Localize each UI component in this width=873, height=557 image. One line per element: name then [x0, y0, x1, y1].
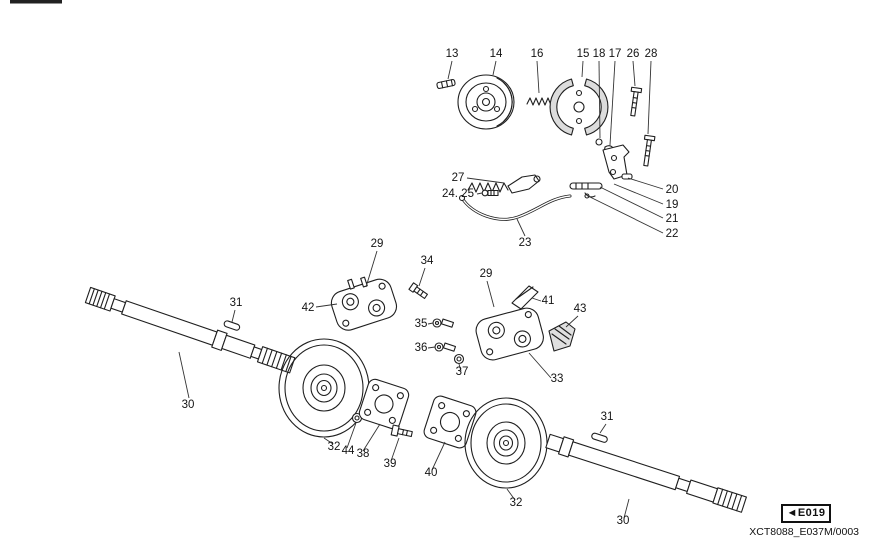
key-31-right: [591, 432, 608, 443]
clip-22: [584, 192, 596, 199]
callout-38: 38: [357, 448, 370, 460]
bolt-26: [630, 86, 643, 117]
callout-29-right: 29: [480, 268, 493, 280]
callout-16: 16: [531, 48, 544, 60]
callout-31-left: 31: [230, 297, 243, 309]
callout-31-right: 31: [601, 411, 614, 423]
callout-22: 22: [666, 228, 679, 240]
bolt-36: [434, 342, 457, 352]
callout-36: 36: [415, 342, 428, 354]
washer-18: [595, 138, 603, 146]
bolt-35: [432, 318, 455, 328]
bolt-34: [408, 282, 428, 300]
key-31-left: [223, 320, 241, 331]
bolt-24-25: [481, 189, 499, 197]
callout-23: 23: [519, 237, 532, 249]
pin-13: [436, 79, 456, 89]
callout-24-25: 24. 25: [442, 188, 474, 200]
pin-20: [621, 173, 633, 180]
axle-shaft-30-left: [84, 286, 296, 374]
callout-30-left: 30: [182, 399, 195, 411]
callout-44: 44: [342, 445, 355, 457]
callout-27: 27: [452, 172, 465, 184]
callout-32-right: 32: [510, 497, 523, 509]
brake-caliper-33: [475, 307, 544, 361]
leader-lines: [178, 60, 664, 519]
callout-20: 20: [666, 184, 679, 196]
callout-33: 33: [551, 373, 564, 385]
figure-ref-code: XCT8088_E037M/0003: [749, 526, 859, 538]
shim-41: [511, 285, 539, 310]
washer-37: [453, 353, 465, 365]
callout-39: 39: [384, 458, 397, 470]
callout-21: 21: [666, 213, 679, 225]
brake-drum-14: [457, 74, 515, 130]
callout-42: 42: [302, 302, 315, 314]
lever-bracket-cluster: [602, 144, 633, 180]
callout-17: 17: [609, 48, 622, 60]
brake-shoes-15: [549, 78, 609, 136]
bolt-28: [643, 134, 656, 167]
callout-35: 35: [415, 318, 428, 330]
callout-15: 15: [577, 48, 590, 60]
rod-21: [569, 182, 603, 190]
callout-labels: 13 14 16 15 18 17 26 28 27 24. 25 23 20 …: [182, 48, 679, 527]
callout-30-right: 30: [617, 515, 630, 527]
callout-41: 41: [542, 295, 555, 307]
brake-caliper-42: [330, 276, 398, 331]
parking-cable-23: [458, 194, 572, 221]
callout-29-left: 29: [371, 238, 384, 250]
lever-spring-27: [467, 174, 541, 194]
backing-plate-40: [423, 395, 477, 449]
callout-14: 14: [490, 48, 503, 60]
callout-26: 26: [627, 48, 640, 60]
bolt-39: [390, 424, 413, 438]
axle-shaft-30-right: [545, 432, 747, 513]
retainer-plate-38: [358, 378, 410, 430]
brake-pad-43: [548, 321, 576, 352]
callout-37: 37: [456, 366, 469, 378]
callout-40: 40: [425, 467, 438, 479]
callout-43: 43: [574, 303, 587, 315]
callout-19: 19: [666, 199, 679, 211]
scan-artifact: [10, 0, 62, 4]
callout-28: 28: [645, 48, 658, 60]
callout-13: 13: [446, 48, 459, 60]
nav-tag-e019[interactable]: ◄E019: [781, 504, 831, 523]
brake-disc-32-right: [464, 397, 548, 489]
callout-18: 18: [593, 48, 606, 60]
callout-32-left: 32: [328, 441, 341, 453]
callout-34: 34: [421, 255, 434, 267]
